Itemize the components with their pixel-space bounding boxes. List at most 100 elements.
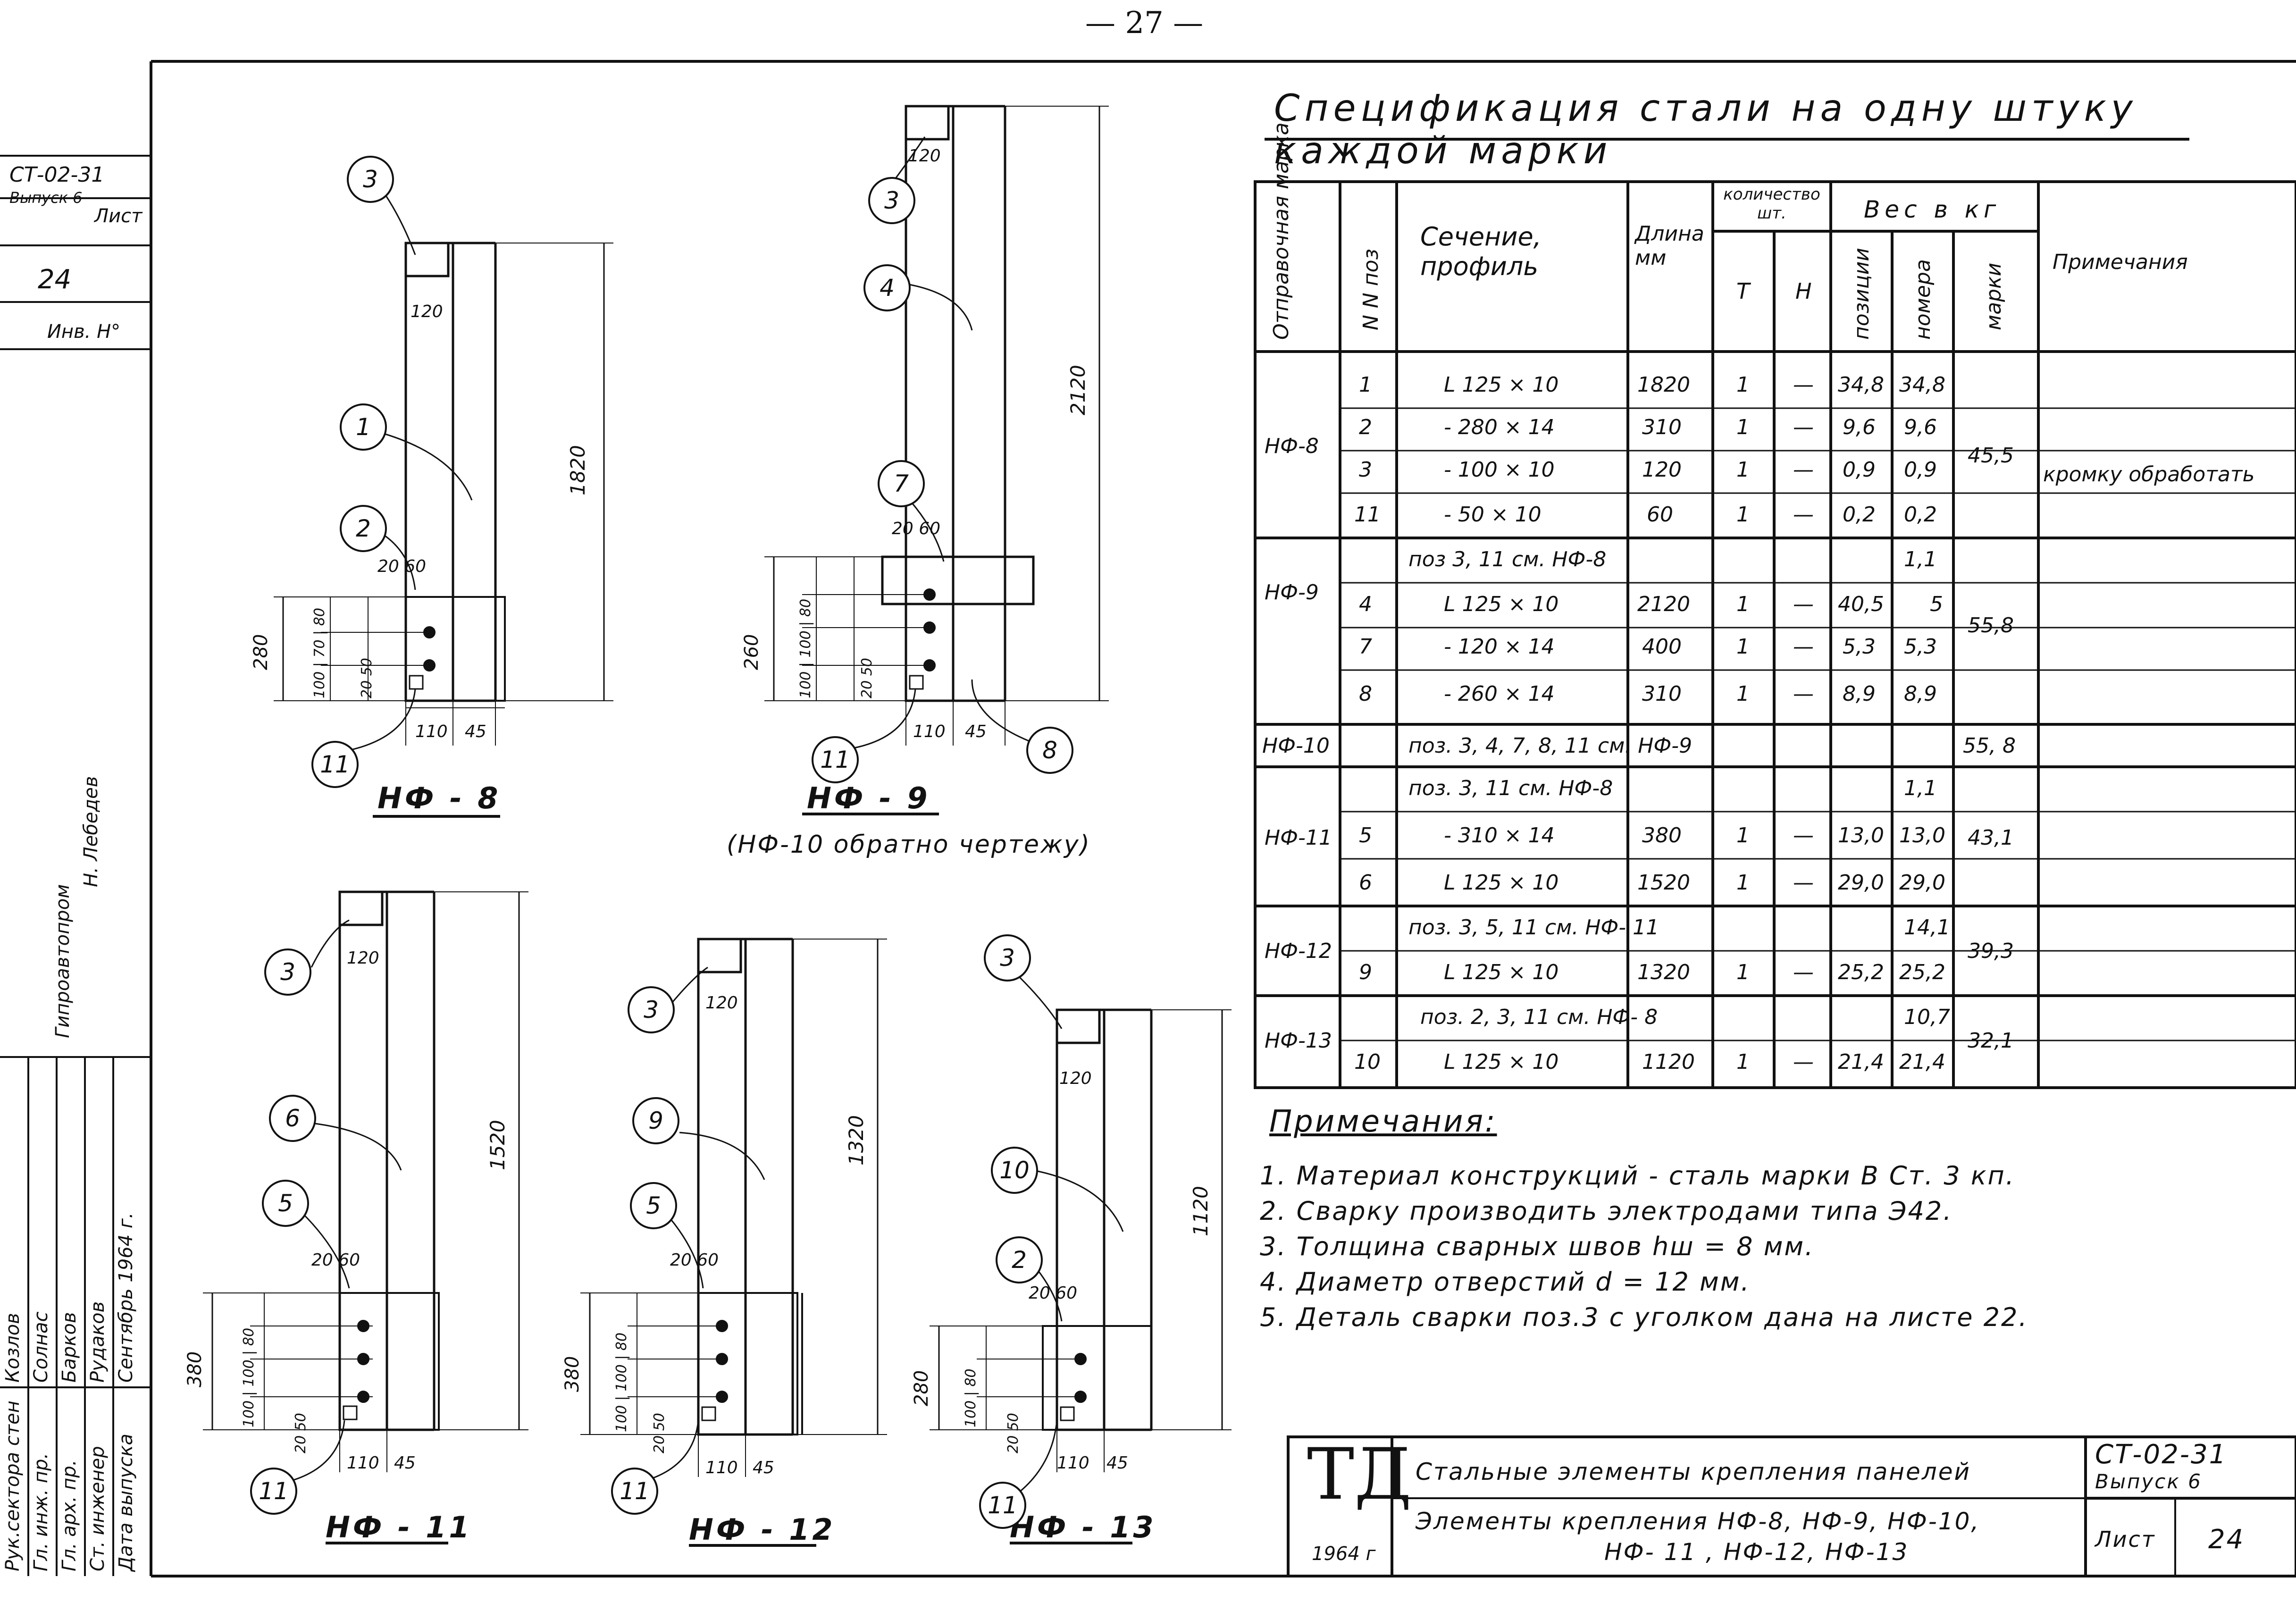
cell-section: L 125 × 10 — [1444, 960, 1559, 984]
cell-mark: НФ-10 — [1262, 734, 1330, 758]
dim-120-nf8: 120 — [411, 302, 443, 321]
cell-wnum: 1,1 — [1904, 547, 1937, 571]
cell-length: 1520 — [1637, 871, 1690, 895]
header-section: Сечение, профиль — [1420, 222, 1542, 281]
cell-wnum: 5 — [1930, 592, 1943, 616]
cell-pos: 3 — [1359, 458, 1372, 482]
cell-pos: 7 — [1359, 635, 1372, 659]
cell-length: 310 — [1642, 682, 1682, 706]
dim-height-nf9: 2120 — [1066, 365, 1089, 415]
dim-45-nf11: 45 — [394, 1453, 416, 1473]
notes-title: Примечания: — [1269, 1104, 1497, 1139]
cell-section: L 125 × 10 — [1444, 1050, 1559, 1074]
cell-pos: 6 — [1359, 871, 1372, 895]
dim-45-nf12: 45 — [753, 1458, 774, 1477]
header-notes: Примечания — [2053, 250, 2188, 274]
cell-t: 1 — [1736, 592, 1750, 616]
dim-110-nf12: 110 — [705, 1458, 738, 1477]
cell-section: L 125 × 10 — [1444, 871, 1559, 895]
position-bubble: 3 — [264, 948, 311, 996]
cell-wpos: 40,5 — [1838, 592, 1884, 616]
dim-stack-nf11: 100 | 100 | 80 — [241, 1327, 257, 1427]
dim-height-nf11: 1520 — [486, 1120, 509, 1170]
cell-t: 1 — [1736, 415, 1750, 439]
position-bubble: 11 — [979, 1482, 1026, 1529]
cell-section: поз. 3, 4, 7, 8, 11 см. НФ-9 — [1408, 734, 1693, 758]
cell-t: 1 — [1736, 871, 1750, 895]
cell-mark: НФ-9 — [1265, 580, 1319, 604]
dim-height-nf8: 1820 — [566, 445, 589, 495]
position-bubble: 2 — [996, 1236, 1043, 1284]
cell-wmark: 32,1 — [1968, 1029, 2014, 1053]
position-bubble: 3 — [347, 156, 394, 203]
label-nf8: НФ - 8 — [377, 781, 501, 815]
position-bubble: 11 — [250, 1468, 297, 1515]
header-pos: N N поз — [1359, 249, 1383, 330]
cell-mark: НФ-13 — [1265, 1029, 1332, 1053]
page-number: — 27 — — [1085, 6, 1204, 41]
cell-wmark: 55,8 — [1968, 613, 2014, 638]
cell-n: — — [1793, 503, 1814, 527]
cell-section: поз 3, 11 см. НФ-8 — [1408, 547, 1607, 571]
header-qty-n: Н — [1795, 278, 1812, 304]
cell-n: — — [1793, 1050, 1814, 1074]
cell-section: L 125 × 10 — [1444, 592, 1559, 616]
cell-pos: 9 — [1359, 960, 1372, 984]
cell-pos: 10 — [1354, 1050, 1381, 1074]
cell-n: — — [1793, 373, 1814, 397]
dim-120-nf11: 120 — [347, 948, 379, 968]
cell-wnum: 8,9 — [1904, 682, 1937, 706]
cell-wpos: 8,9 — [1843, 682, 1876, 706]
cell-wnum: 29,0 — [1899, 871, 1945, 895]
cell-length: 1820 — [1637, 373, 1690, 397]
label-nf9: НФ - 9 — [807, 781, 930, 815]
cell-wnum: 1,1 — [1904, 776, 1937, 800]
label-nf11: НФ - 11 — [326, 1510, 472, 1544]
stamp-name: Солнас — [30, 1311, 52, 1383]
header-qty: количество шт. — [1723, 185, 1820, 223]
cell-wpos: 29,0 — [1838, 871, 1884, 895]
dim-20-50-nf13: 20 50 — [1005, 1413, 1022, 1453]
cell-section: поз. 2, 3, 11 см. НФ- 8 — [1420, 1005, 1658, 1029]
position-bubble: 1 — [340, 403, 387, 451]
cell-wmark: 39,3 — [1968, 939, 2014, 963]
position-bubble: 6 — [269, 1095, 316, 1142]
cell-pos: 2 — [1359, 415, 1372, 439]
stamp-issue: Выпуск 6 — [2095, 1470, 2202, 1493]
dim-120-nf12: 120 — [705, 993, 738, 1013]
stamp-role: Рук.сектора стен — [2, 1401, 24, 1571]
cell-mark: НФ-8 — [1265, 434, 1319, 458]
cell-section: - 260 × 14 — [1444, 682, 1555, 706]
dim-stack-nf12: 100 | 100 | 80 — [613, 1332, 630, 1432]
cell-wpos: 0,2 — [1843, 503, 1876, 527]
cell-t: 1 — [1736, 682, 1750, 706]
cell-wnum: 25,2 — [1899, 960, 1945, 984]
cell-wpos: 34,8 — [1838, 373, 1884, 397]
dim-20-50-nf9: 20 50 — [859, 658, 875, 698]
dim-120-nf9: 120 — [908, 146, 941, 166]
cell-n: — — [1793, 823, 1814, 847]
dim-110-nf9: 110 — [913, 722, 946, 741]
dim-45-nf8: 45 — [465, 722, 486, 741]
note-item: 2. Сварку производить электродами типа Э… — [1260, 1196, 1953, 1226]
cell-length: 400 — [1642, 635, 1682, 659]
dim-110-nf13: 110 — [1057, 1453, 1089, 1473]
cell-wmark: 43,1 — [1968, 826, 2014, 850]
cell-pos: 5 — [1359, 823, 1372, 847]
cell-length: 1320 — [1637, 960, 1690, 984]
dim-height-nf12: 1320 — [845, 1115, 868, 1166]
dim-20-50-nf11: 20 50 — [293, 1413, 309, 1453]
cell-wnum: 10,7 — [1904, 1005, 1950, 1029]
org-logo: ТД — [1307, 1434, 1412, 1516]
label-nf12: НФ - 12 — [689, 1512, 836, 1547]
position-bubble: 11 — [812, 736, 859, 783]
header-w-pos: позиции — [1850, 248, 1874, 340]
dim-stack-nf13: 100 | 80 — [963, 1368, 979, 1427]
dim-20-60-nf9: 20 60 — [892, 519, 941, 538]
cell-length: 1120 — [1642, 1050, 1695, 1074]
margin-side-word: Гипроавтопром — [52, 884, 74, 1038]
cell-section: - 50 × 10 — [1444, 503, 1542, 527]
stamp-role: Дата выпуска — [115, 1434, 137, 1571]
spec-title: Спецификация стали на одну штуку каждой … — [1274, 87, 2137, 172]
note-item: 3. Толщина сварных швов hш = 8 мм. — [1260, 1232, 1815, 1261]
